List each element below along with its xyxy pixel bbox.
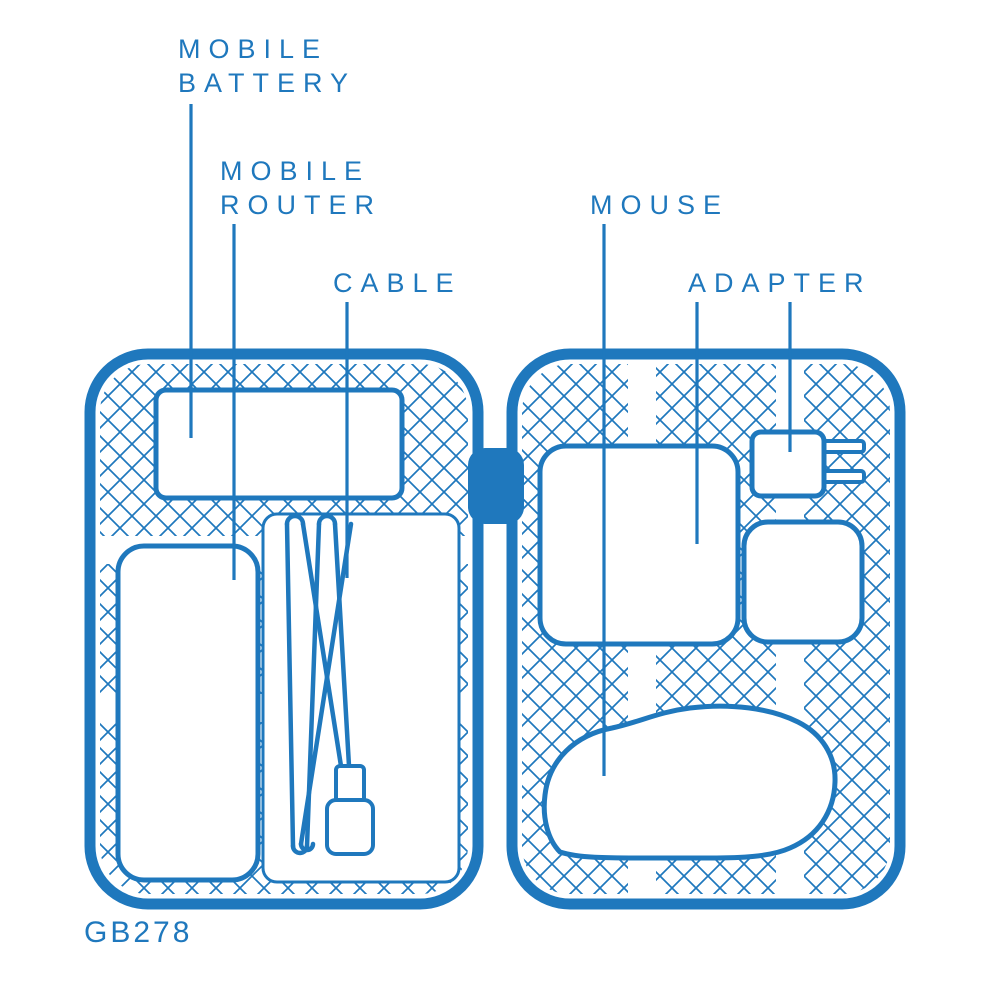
adapter-body-outline xyxy=(537,443,741,647)
label-mobile-router-line2: ROUTER xyxy=(220,190,382,220)
label-mobile-router-line1: MOBILE xyxy=(220,156,370,186)
plug-prong-bottom xyxy=(820,469,866,484)
adapter-plug xyxy=(749,429,866,499)
usb-connector-body xyxy=(325,798,375,856)
label-adapter: ADAPTER xyxy=(688,268,872,298)
accessory-pouch-outline xyxy=(741,519,865,645)
mobile-router-outline xyxy=(115,543,261,883)
labels: MOBILE BATTERY MOBILE ROUTER CABLE MOUSE… xyxy=(178,34,872,298)
plug-prong-top xyxy=(820,439,866,454)
label-mobile-battery-line2: BATTERY xyxy=(178,68,356,98)
case-right-half xyxy=(506,348,906,910)
model-number: GB278 xyxy=(84,916,192,949)
label-cable: CABLE xyxy=(333,268,462,298)
plug-body xyxy=(749,429,827,499)
mouse-outline xyxy=(541,703,838,861)
usb-connector xyxy=(325,764,375,856)
cable-pocket xyxy=(261,512,461,884)
leader-lines xyxy=(189,104,792,776)
cable-drawing xyxy=(284,513,354,856)
hinge-tab xyxy=(468,448,524,524)
case-left-half xyxy=(84,348,484,910)
usb-connector-tip xyxy=(334,764,366,804)
label-mouse: MOUSE xyxy=(590,190,729,220)
label-mobile-battery-line1: MOBILE xyxy=(178,34,328,64)
mobile-battery-outline xyxy=(153,387,405,501)
